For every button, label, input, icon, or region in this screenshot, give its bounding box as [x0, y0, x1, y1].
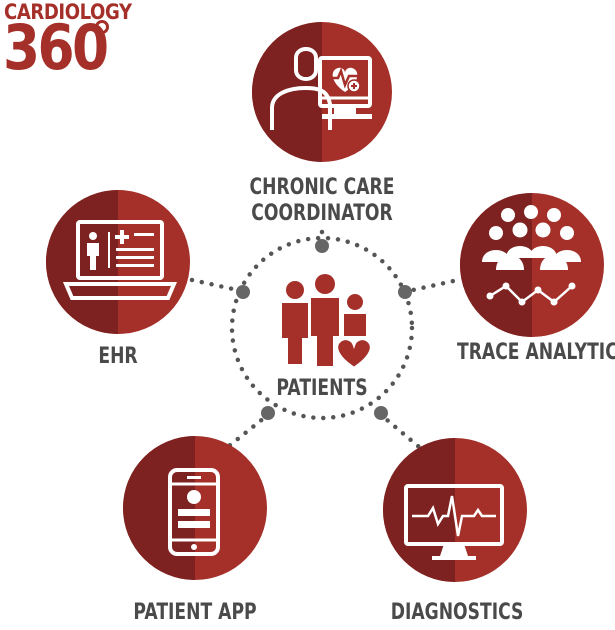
center-dotted-ring: [229, 235, 415, 421]
junction-dot-ehr: [236, 285, 250, 299]
connector-app: [221, 411, 272, 453]
node-trace-analytics: [460, 193, 604, 337]
node-label-patient-app: PATIENT APP: [133, 600, 257, 625]
node-diagnostics: [383, 438, 527, 582]
node-label-chronic-care-line2: COORDINATOR: [251, 201, 393, 226]
node-chronic-care: [252, 22, 392, 162]
junction-dot-diag: [374, 406, 388, 420]
junction-dot-trace: [398, 285, 412, 299]
clinician-monitor-icon: [270, 47, 372, 130]
connector-trace: [401, 277, 461, 295]
ecg-monitor-icon: [404, 484, 504, 560]
node-patient-app: [123, 436, 267, 580]
connector-ehr: [189, 277, 245, 294]
node-label-chronic-care-line1: CHRONIC CARE: [249, 175, 395, 200]
logo-number: 360: [3, 11, 109, 84]
center-patients: [282, 274, 373, 370]
center-label-patients: PATIENTS: [276, 376, 368, 401]
group-analytics-icon: [482, 205, 581, 270]
degree-icon: [95, 20, 109, 34]
junction-dot-app: [261, 406, 275, 420]
node-label-trace-analytics: TRACE ANALYTICS: [457, 340, 615, 365]
node-label-diagnostics: DIAGNOSTICS: [390, 600, 524, 625]
node-ehr: [46, 190, 190, 334]
logo-title: CARDIOLOGY: [4, 0, 132, 24]
patients-group-icon: [282, 274, 373, 370]
junction-dot-top: [315, 239, 329, 253]
connector-diag: [377, 411, 428, 455]
node-label-ehr: EHR: [98, 344, 138, 369]
smartphone-icon: [168, 468, 220, 556]
laptop-ehr-icon: [62, 220, 178, 300]
